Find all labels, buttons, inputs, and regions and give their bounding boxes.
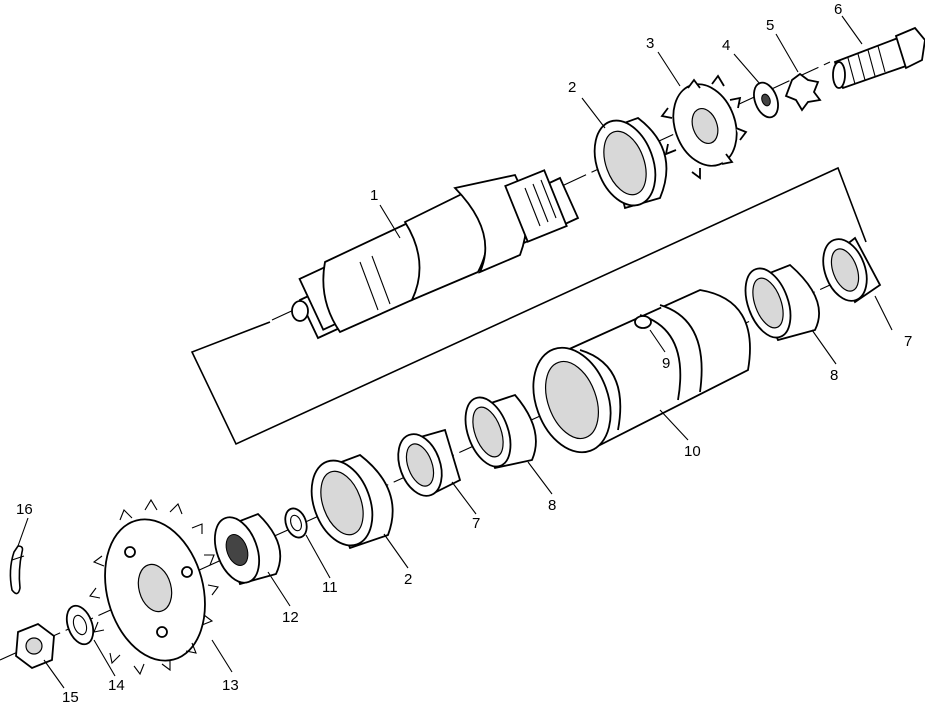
bearing-part-2-upper: [593, 116, 668, 210]
callout-13: 13: [222, 677, 239, 694]
callout-7-lower: 7: [472, 515, 480, 532]
assembly-frame: [190, 166, 867, 446]
large-sprocket-part-13: [89, 498, 219, 676]
washer-part-14: [65, 604, 95, 646]
callout-3: 3: [646, 35, 654, 52]
callout-8-upper: 8: [830, 367, 838, 384]
callout-1: 1: [370, 187, 378, 204]
cotter-pin-part-16: [9, 545, 25, 595]
spacer-part-12: [213, 512, 282, 586]
callout-8-lower: 8: [548, 497, 556, 514]
bearing-part-2-lower: [310, 453, 394, 550]
callout-10: 10: [684, 443, 701, 460]
cone-bearing-part-7-upper: [822, 236, 882, 304]
callout-9: 9: [662, 355, 670, 372]
callout-labels: 1 2 3 4 5 6 7 8 9 10 8 7 2 11 12 13 14 1…: [16, 1, 912, 706]
cone-bearing-part-7-lower: [397, 428, 462, 497]
callout-6: 6: [834, 1, 842, 18]
callout-7-upper: 7: [904, 333, 912, 350]
shaft-part-1: [291, 169, 580, 340]
callout-14: 14: [108, 677, 125, 694]
callout-15: 15: [62, 689, 79, 705]
callout-5: 5: [766, 17, 774, 34]
callout-2-upper: 2: [568, 79, 576, 96]
washer-part-4: [753, 81, 779, 119]
lock-tab-part-5: [784, 72, 822, 112]
callout-11: 11: [322, 579, 338, 596]
callout-16: 16: [16, 501, 33, 518]
washer-part-11: [284, 507, 308, 539]
race-part-8-upper: [744, 263, 820, 342]
leader-lines: [17, 15, 893, 689]
race-part-8-lower: [464, 393, 537, 470]
callout-2-lower: 2: [404, 571, 412, 588]
callout-12: 12: [282, 609, 299, 626]
castle-nut-part-15: [15, 622, 55, 670]
callout-4: 4: [722, 37, 730, 54]
small-sprocket-part-3: [660, 74, 748, 180]
bolt-part-6: [832, 26, 925, 90]
housing-part-10: [532, 289, 751, 454]
